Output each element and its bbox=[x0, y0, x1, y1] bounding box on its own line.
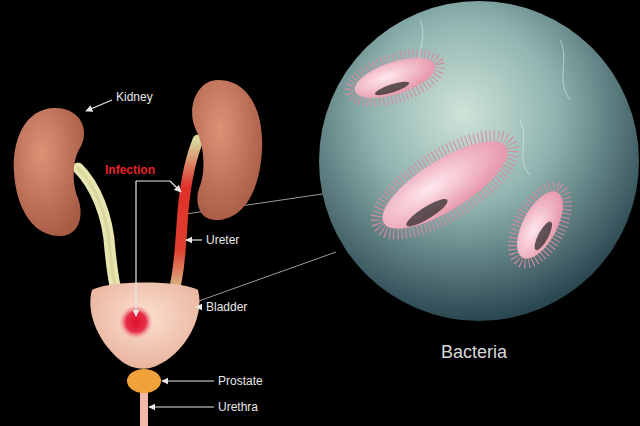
part-label: Bladder bbox=[206, 300, 247, 314]
part-label: Prostate bbox=[218, 374, 263, 388]
part-label: Ureter bbox=[206, 233, 239, 247]
infection-label: Infection bbox=[105, 163, 155, 177]
part-label: Urethra bbox=[218, 400, 258, 414]
magnifier-caption: Bacteria bbox=[441, 341, 507, 363]
part-label: Kidney bbox=[116, 90, 153, 104]
